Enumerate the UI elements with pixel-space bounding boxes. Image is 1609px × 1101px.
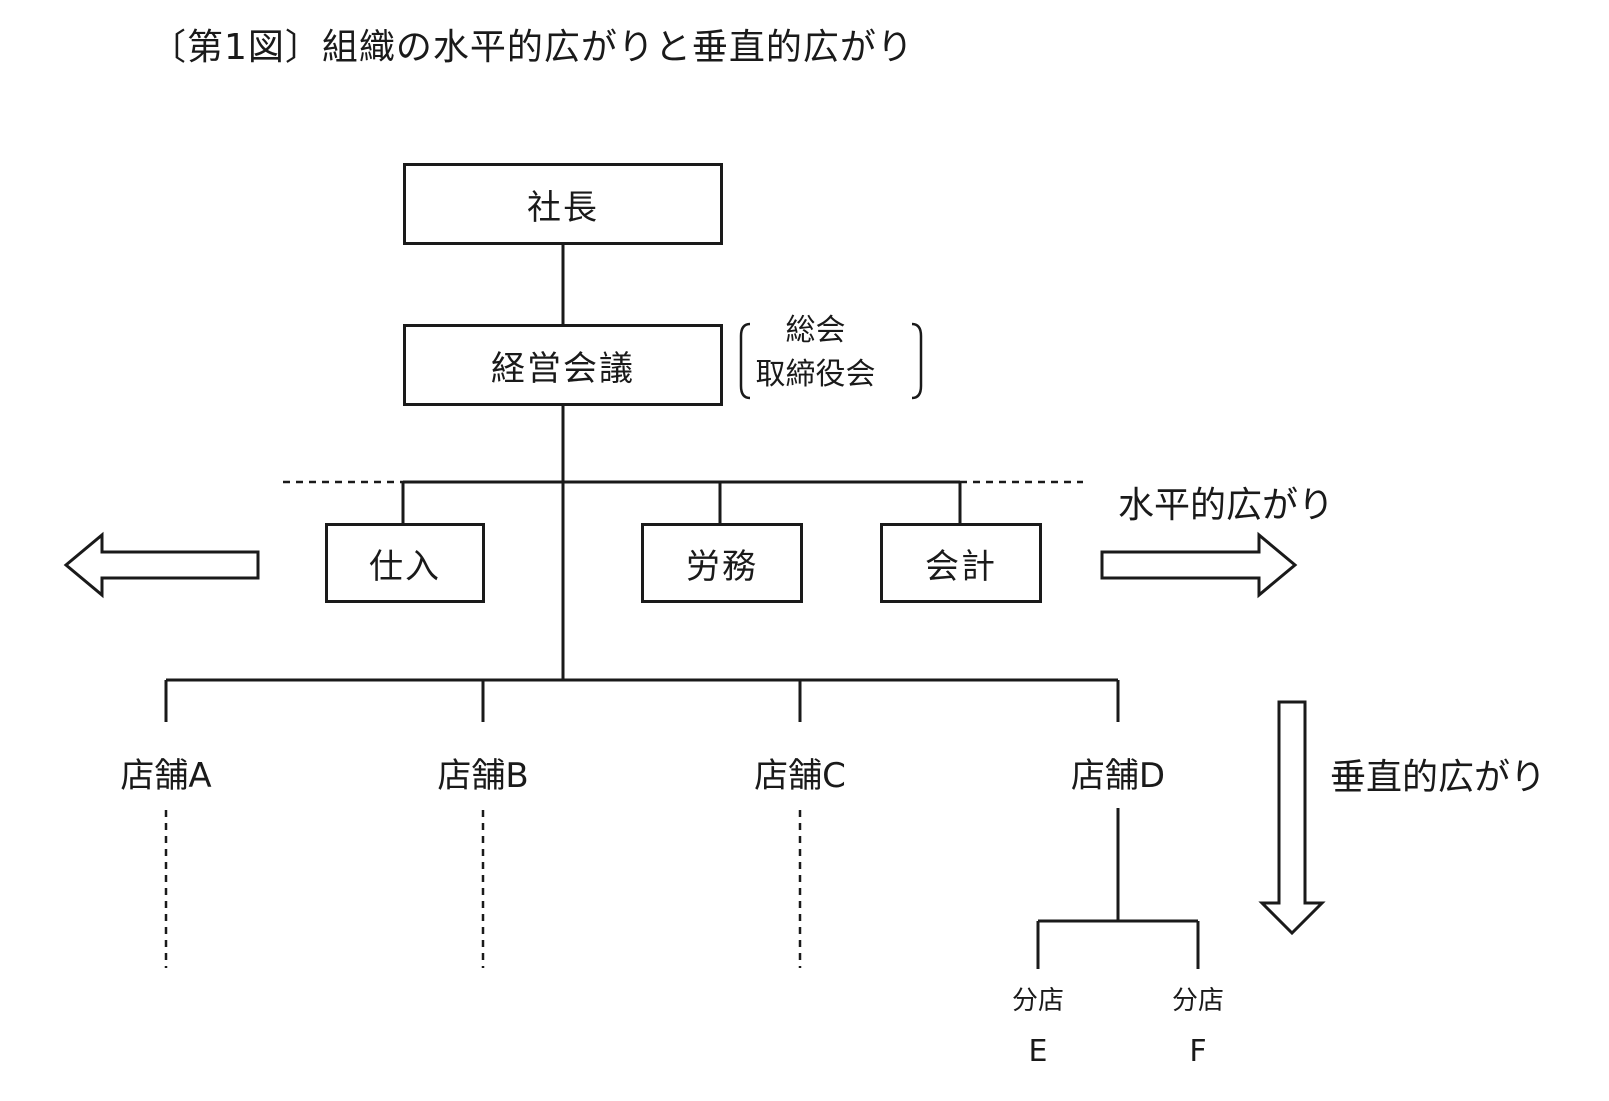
down-arrow-icon (1258, 700, 1326, 936)
note-line-general-meeting: 総会 (785, 313, 846, 348)
management-meeting-box: 経営会議 (403, 324, 723, 406)
vertical-spread-label: 垂直的広がり (1330, 757, 1547, 798)
meeting-note: 総会 取締役会 (728, 305, 903, 392)
right-arrow-icon (1100, 531, 1298, 599)
branch-e-letter: E (1028, 1034, 1048, 1069)
branch-f-letter: F (1189, 1034, 1207, 1069)
store-a-label: 店舗A (120, 756, 212, 796)
note-left-bracket (739, 322, 751, 400)
purchasing-box: 仕入 (325, 523, 485, 603)
figure-title: 〔第1図〕組織の水平的広がりと垂直的広がり (150, 27, 914, 68)
store-d-label: 店舗D (1070, 756, 1166, 796)
left-arrow-icon (63, 531, 260, 599)
note-right-bracket (911, 322, 923, 400)
labor-box: 労務 (641, 523, 803, 603)
accounting-box: 会計 (880, 523, 1042, 603)
horizontal-spread-label: 水平的広がり (1118, 485, 1335, 526)
branch-e-label: 分店 (1011, 986, 1064, 1016)
store-c-label: 店舗C (754, 756, 846, 796)
note-line-board: 取締役会 (755, 357, 876, 392)
store-b-label: 店舗B (437, 756, 529, 796)
branch-f-label: 分店 (1171, 986, 1224, 1016)
president-box: 社長 (403, 163, 723, 245)
